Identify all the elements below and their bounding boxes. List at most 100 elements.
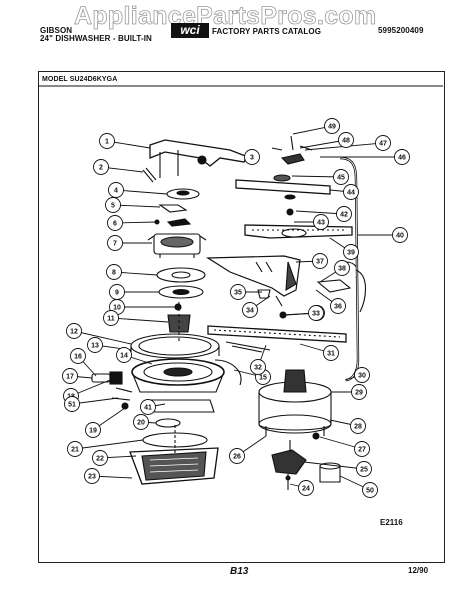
callout-12: 12 [66,323,132,345]
callout-51: 51 [64,396,119,412]
callout-22: 22 [92,450,137,466]
callout-number: 17 [66,374,74,381]
callout-26: 26 [229,435,267,464]
callout-number: 26 [233,454,241,461]
revision-date: 12/90 [408,566,429,575]
callout-circle [330,298,346,314]
callout-11: 11 [103,310,169,326]
callout-34: 34 [242,295,271,318]
callout-23: 23 [84,468,133,484]
callout-32: 32 [250,344,267,375]
callout-circle [133,414,149,430]
callout-48: 48 [299,132,354,149]
callout-circle [343,184,359,200]
callout-number: 49 [328,124,336,131]
callout-number: 25 [360,467,368,474]
callout-3: 3 [243,149,260,165]
callout-19: 19 [85,407,126,438]
leader-line [74,439,144,450]
callout-number: 33 [312,311,320,318]
callout-41: 41 [140,399,166,415]
callout-number: 50 [366,488,374,495]
callout-number: 24 [302,486,310,493]
callout-number: 22 [96,456,104,463]
wci-logo: wci [171,23,209,38]
callout-number: 37 [316,259,324,266]
callout-number: 42 [340,212,348,219]
callout-circle [350,418,366,434]
callout-number: 13 [91,343,99,350]
callout-number: 40 [396,233,404,240]
callout-number: 43 [317,220,325,227]
callout-circle [64,396,80,412]
catalog-number: 5995200409 [378,26,424,35]
callout-44: 44 [329,184,359,200]
callout-42: 42 [295,206,352,222]
callout-number: 39 [347,250,355,257]
callout-circle [93,159,109,175]
page-code: B13 [230,566,249,577]
callout-number: 6 [113,221,117,228]
callout-number: 16 [74,354,82,361]
callout-circle [66,323,82,339]
callout-24: 24 [289,480,314,496]
callout-circle [362,482,378,498]
callout-28: 28 [329,418,366,434]
callout-49: 49 [292,118,340,135]
product-line: 24" DISHWASHER - BUILT-IN [40,34,152,43]
callout-6: 6 [107,215,157,231]
callout-circle [230,284,246,300]
callout-circle [356,461,372,477]
callout-number: 7 [113,241,117,248]
diagram-frame [38,71,445,563]
callout-circle [323,345,339,361]
callout-1: 1 [99,133,151,149]
callout-number: 35 [234,290,242,297]
watermark: AppliancePartsPros.com [74,2,377,31]
callout-number: 48 [342,138,350,145]
callout-37: 37 [295,253,328,269]
callout-number: 1 [105,139,109,146]
callout-number: 51 [68,402,76,409]
callout-circle [312,253,328,269]
callout-number: 11 [107,316,115,323]
callout-circle [392,227,408,243]
callout-circle [87,337,103,353]
callout-circle [70,348,86,364]
leader-line [110,317,169,323]
callout-circle [338,132,354,148]
callout-29: 29 [331,384,367,400]
callout-circle [250,359,266,375]
callout-circle [242,302,258,318]
callout-circle [67,441,83,457]
callout-43: 43 [294,214,329,230]
catalog-title: FACTORY PARTS CATALOG [212,27,322,36]
callout-circle [140,399,156,415]
callout-number: 31 [327,351,335,358]
callout-4: 4 [108,182,168,198]
callout-circle [229,448,245,464]
callout-number: 14 [120,353,128,360]
callout-circle [105,197,121,213]
callout-number: 10 [113,305,121,312]
callout-50: 50 [339,475,378,498]
callout-number: 45 [337,175,345,182]
callout-number: 23 [88,474,96,481]
leader-line [115,189,168,195]
callout-number: 29 [355,390,363,397]
drawing-code: E2116 [380,518,403,527]
callout-circle [343,244,359,260]
callout-circle [107,235,123,251]
callout-9: 9 [109,284,159,300]
callout-27: 27 [319,436,370,457]
callout-circle [244,149,260,165]
callout-circle [62,368,78,384]
callout-number: 15 [259,375,267,382]
callout-circle [99,133,115,149]
callout-circle [375,135,391,151]
callout-30: 30 [344,367,370,383]
callout-number: 3 [250,155,254,162]
callout-number: 47 [379,141,387,148]
callout-circle [116,347,132,363]
